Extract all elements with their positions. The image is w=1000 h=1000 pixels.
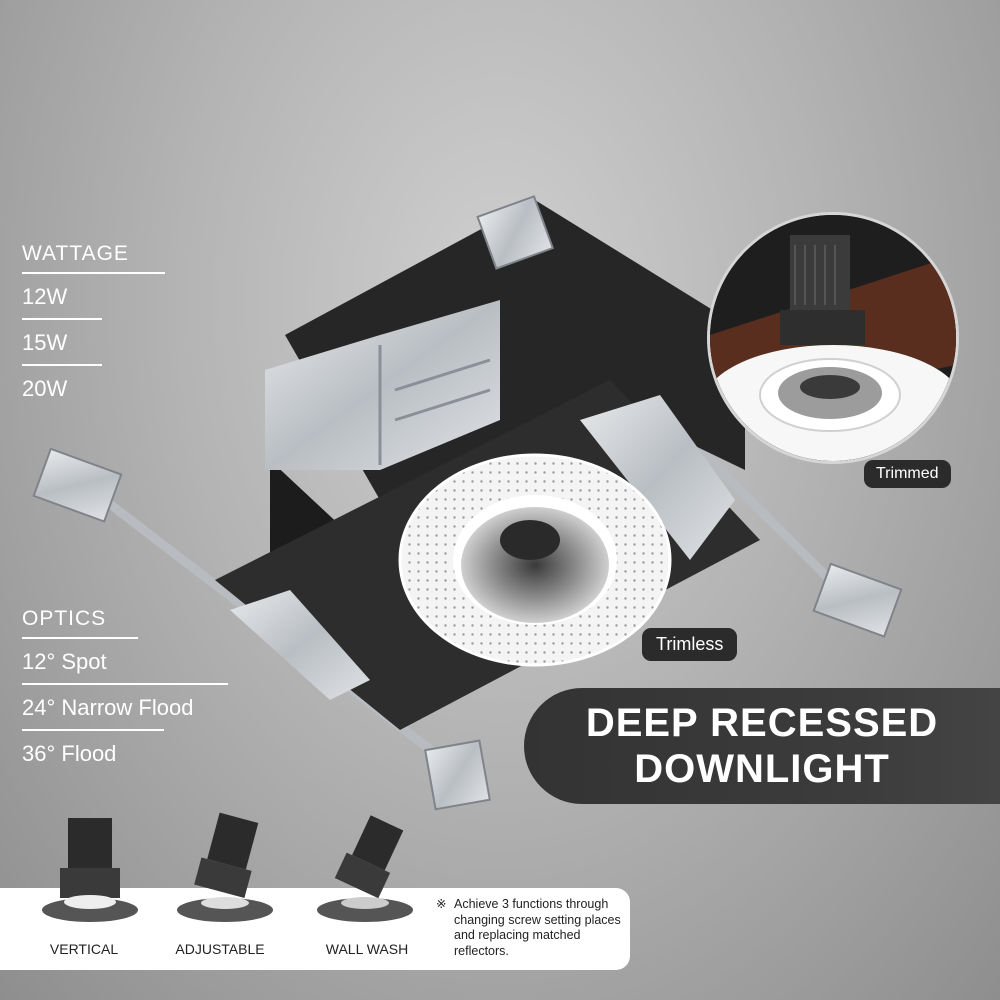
mounting-clips bbox=[32, 195, 903, 811]
note-mark: ※ bbox=[436, 897, 447, 911]
divider bbox=[22, 637, 138, 639]
wall-wash-module-image bbox=[317, 815, 413, 922]
function-label-adjustable: ADJUSTABLE bbox=[175, 941, 265, 957]
vertical-module-image bbox=[42, 818, 138, 922]
wattage-item: 20W bbox=[22, 376, 68, 401]
adjustable-module-image bbox=[177, 812, 273, 922]
function-label-wall-wash: WALL WASH bbox=[325, 941, 409, 957]
plate-bracket-right bbox=[580, 395, 735, 560]
divider bbox=[22, 318, 102, 320]
plate-bracket-left bbox=[230, 590, 370, 700]
divider bbox=[22, 729, 164, 731]
title-line-1: DEEP RECESSED bbox=[585, 701, 939, 745]
function-label-vertical: VERTICAL bbox=[49, 941, 119, 957]
wattage-spec: WATTAGE 12W 15W 20W bbox=[22, 242, 165, 410]
wattage-heading: WATTAGE bbox=[22, 242, 129, 265]
optics-item: 36° Flood bbox=[22, 741, 117, 766]
optics-item: 24° Narrow Flood bbox=[22, 695, 194, 720]
title-line-2: DOWNLIGHT bbox=[634, 747, 890, 791]
reflector bbox=[461, 507, 609, 623]
divider bbox=[22, 683, 228, 685]
trimmed-inset-photo bbox=[707, 212, 959, 464]
trimless-badge: Trimless bbox=[642, 628, 738, 661]
note-text: Achieve 3 functions through changing scr… bbox=[454, 897, 621, 958]
optics-item: 12° Spot bbox=[22, 649, 107, 674]
junction-bracket bbox=[265, 300, 500, 470]
divider bbox=[22, 364, 102, 366]
wattage-item: 15W bbox=[22, 330, 68, 355]
product-title-banner: DEEP RECESSED DOWNLIGHT bbox=[524, 688, 1000, 804]
optics-spec: OPTICS 12° Spot 24° Narrow Flood 36° Flo… bbox=[22, 607, 228, 775]
divider bbox=[22, 272, 165, 274]
optics-heading: OPTICS bbox=[22, 607, 107, 630]
wattage-item: 12W bbox=[22, 284, 68, 309]
trimmed-badge: Trimmed bbox=[864, 460, 951, 488]
